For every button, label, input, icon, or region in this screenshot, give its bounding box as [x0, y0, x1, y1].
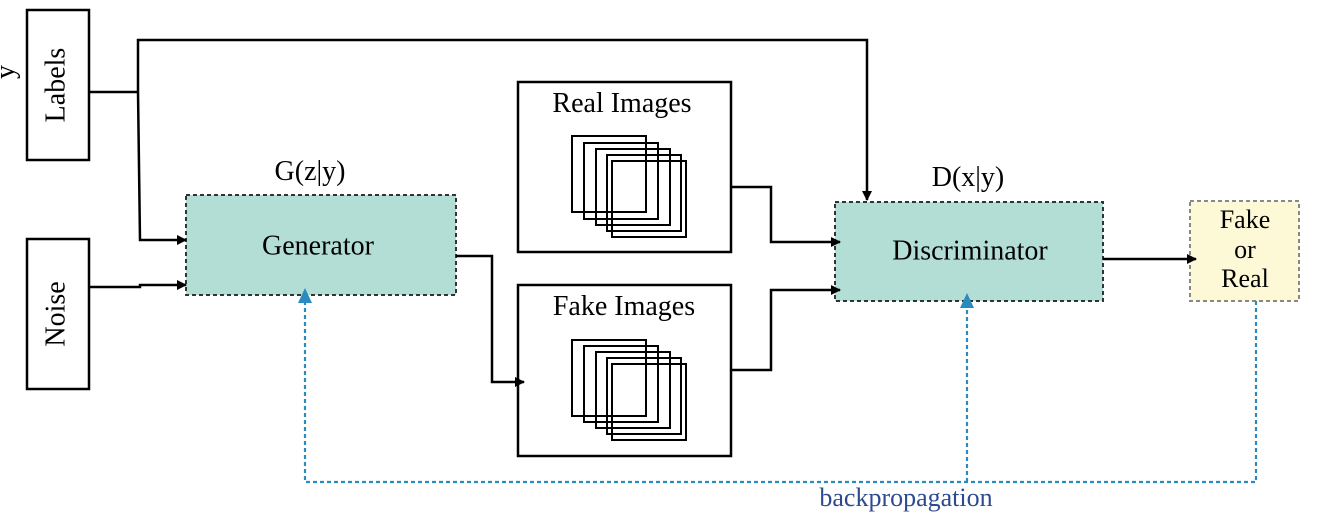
generator-label: Generator [262, 230, 375, 261]
output-block: Fake or Real [1189, 200, 1300, 302]
noise-text: Noise [40, 281, 71, 346]
generator-to-fake-images [456, 254, 525, 387]
labels-symbol: y [0, 65, 21, 79]
real-images-title: Real Images [552, 88, 691, 119]
output-line-2: or [1234, 235, 1256, 264]
noise-to-generator [89, 280, 187, 290]
backprop-path [303, 293, 1258, 484]
fake-image-stack [571, 339, 687, 441]
generator-block: Generator [185, 194, 457, 296]
connectors [89, 38, 1197, 387]
discriminator-label: Discriminator [892, 235, 1048, 266]
generator-function: G(z|y) [275, 156, 346, 187]
discriminator-function: D(x|y) [932, 162, 1004, 193]
backprop-arrow-discriminator [960, 293, 974, 308]
fake-images-to-discriminator [731, 285, 841, 372]
backprop-lines [303, 293, 1258, 484]
backprop-arrow-generator [298, 288, 312, 303]
output-line-1: Fake [1220, 205, 1271, 234]
output-line-3: Real [1221, 264, 1269, 293]
real-image-stack [571, 135, 687, 238]
labels-text: Labels [40, 48, 71, 123]
labels-to-generator [136, 91, 187, 245]
real-images-block: Real Images [516, 80, 733, 254]
real-images-to-discriminator [731, 185, 841, 247]
fake-images-block: Fake Images [516, 283, 733, 458]
labels-block: Labels [25, 8, 91, 162]
noise-block: Noise [25, 237, 91, 391]
backprop-label: backpropagation [819, 483, 992, 512]
fake-images-title: Fake Images [553, 291, 695, 322]
labels-to-discriminator [136, 38, 872, 201]
discriminator-block: Discriminator [834, 201, 1104, 302]
